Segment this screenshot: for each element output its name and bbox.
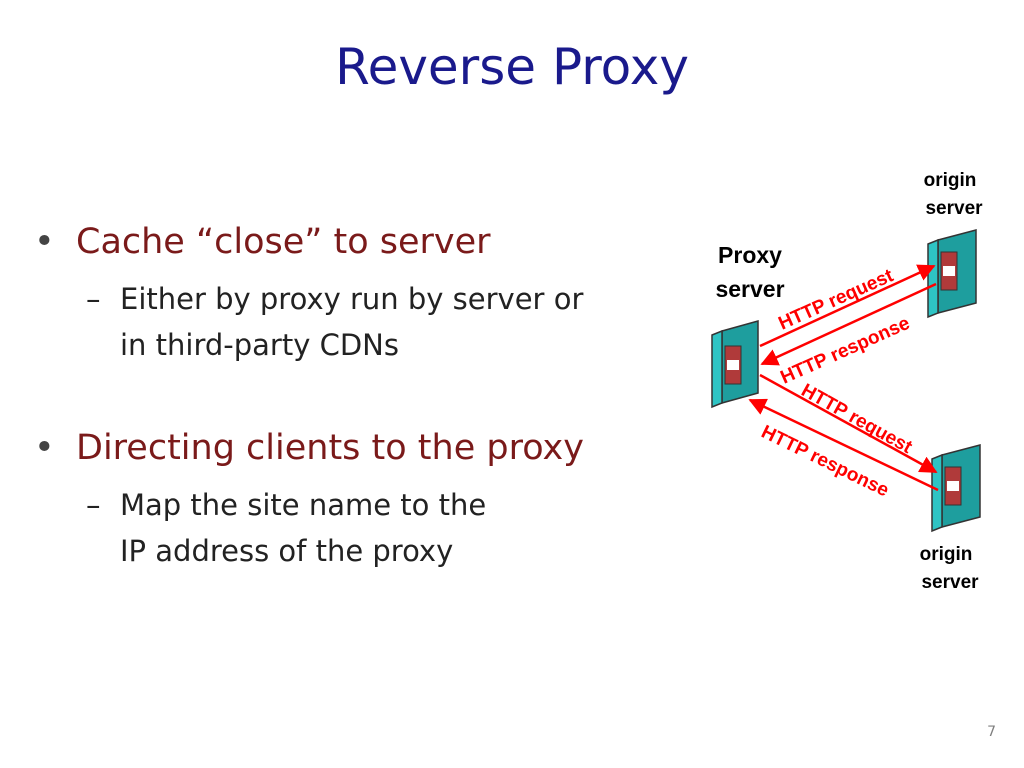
bottom-response-arrow (748, 398, 939, 492)
proxy-server-icon (711, 320, 759, 409)
sub-bullet-line: Map the site name to the (120, 488, 487, 522)
origin-server-bottom-icon (931, 444, 981, 533)
origin-bottom-label-2: server (921, 572, 979, 593)
sub-bullet-line: IP address of the proxy (120, 534, 454, 568)
origin-top-label-2: server (925, 198, 983, 219)
page-number: 7 (987, 724, 996, 740)
sub-bullet: – Either by proxy run by server or in th… (34, 276, 674, 368)
bullet-text: Cache “close” to server (76, 222, 491, 262)
bottom-request-arrow (759, 373, 938, 474)
proxy-label-2: server (715, 276, 784, 302)
sub-bullet: – Map the site name to the IP address of… (34, 482, 674, 574)
bullet-text: Directing clients to the proxy (76, 428, 584, 468)
bullet-list: • Cache “close” to server – Either by pr… (34, 218, 674, 574)
top-response-arrow (760, 282, 937, 366)
origin-bottom-label-1: origin (920, 544, 973, 565)
reverse-proxy-diagram: origin server Proxy server origin server… (711, 170, 983, 593)
dash-icon: – (86, 488, 101, 522)
bullet-dot-icon: • (34, 428, 55, 468)
dash-icon: – (86, 282, 101, 316)
origin-server-top-icon (927, 229, 977, 319)
bullet-dot-icon: • (34, 222, 55, 262)
bullet-item: • Directing clients to the proxy (34, 424, 674, 472)
sub-bullet-line: in third-party CDNs (120, 328, 399, 362)
top-request-arrow (759, 264, 936, 348)
proxy-label-1: Proxy (718, 242, 782, 268)
bullet-item: • Cache “close” to server (34, 218, 674, 266)
sub-bullet-line: Either by proxy run by server or (120, 282, 584, 316)
slide-title: Reverse Proxy (335, 38, 689, 96)
origin-top-label-1: origin (924, 170, 977, 191)
